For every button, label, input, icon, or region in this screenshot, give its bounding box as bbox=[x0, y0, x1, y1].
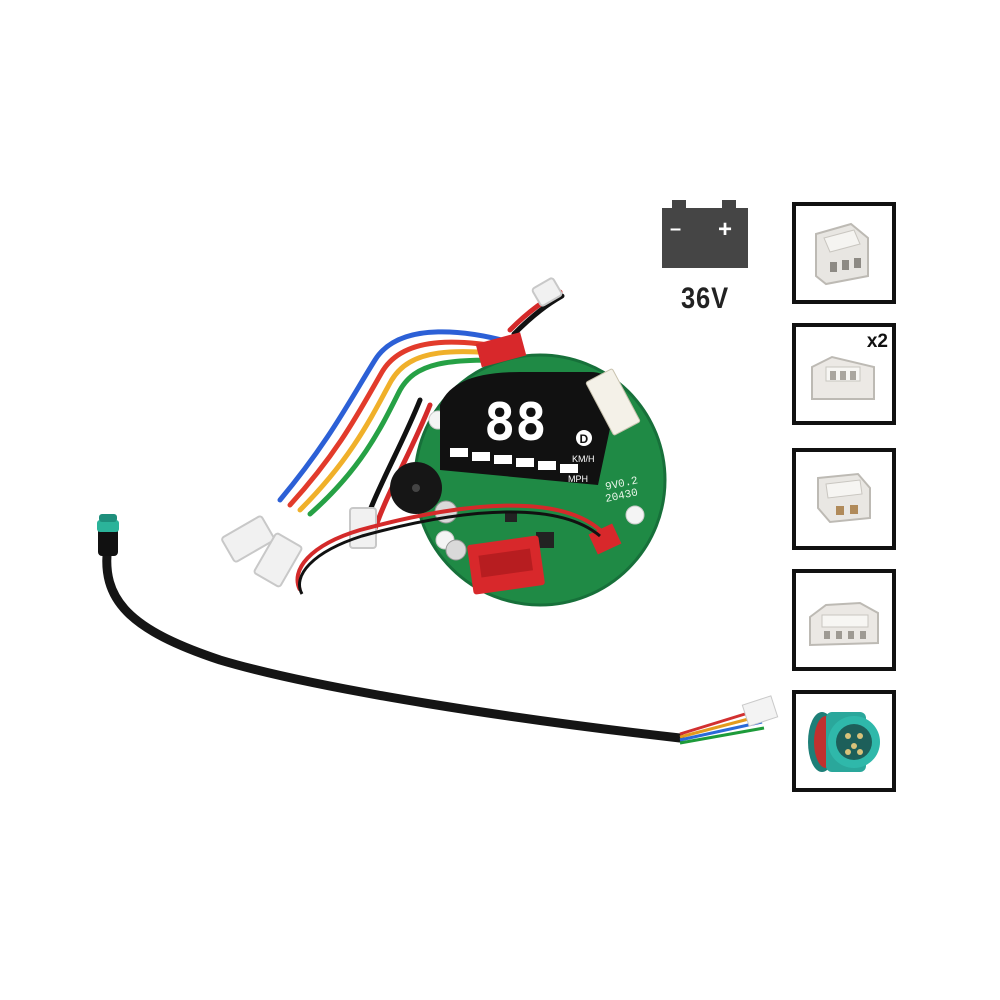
red-connector bbox=[467, 535, 545, 595]
3-pin-connector-icon bbox=[811, 355, 875, 400]
red-wire-loop bbox=[295, 503, 602, 591]
lcd-display: 88 D KM/H MPH bbox=[440, 372, 617, 485]
3-pin-connector-icon bbox=[815, 222, 869, 286]
kmh-label: KM/H bbox=[572, 454, 595, 464]
mode-label: D bbox=[580, 432, 589, 446]
mph-label: MPH bbox=[568, 474, 588, 484]
battery-plus: + bbox=[718, 216, 732, 243]
connector-box-1 bbox=[792, 202, 896, 304]
cable-end-wires bbox=[679, 695, 779, 745]
black-cable bbox=[102, 540, 685, 743]
red-connector-small bbox=[588, 523, 622, 555]
voltage-label: 36V bbox=[681, 282, 729, 315]
connector-box-5 bbox=[792, 690, 896, 792]
connector-box-4 bbox=[792, 569, 896, 671]
waterproof-connector-icon bbox=[808, 712, 880, 772]
speed-digits: 88 bbox=[484, 393, 547, 453]
red-connector-top bbox=[475, 332, 527, 368]
battery-minus: – bbox=[670, 218, 681, 240]
waterproof-plug bbox=[97, 514, 119, 556]
capacitor bbox=[445, 539, 467, 561]
4-pin-connector-icon bbox=[809, 601, 879, 647]
battery-icon: – + bbox=[662, 200, 748, 268]
2-pin-connector-icon bbox=[817, 472, 871, 524]
ic-chip bbox=[536, 532, 554, 548]
ic-chip bbox=[505, 512, 517, 522]
product-photo: 88 D KM/H MPH 9V0.2 20430 bbox=[97, 277, 779, 745]
connector-box-2: x2 bbox=[792, 323, 896, 425]
quantity-label: x2 bbox=[866, 331, 888, 352]
white-connector-6pin bbox=[585, 368, 641, 436]
connector-box-3 bbox=[792, 448, 896, 550]
